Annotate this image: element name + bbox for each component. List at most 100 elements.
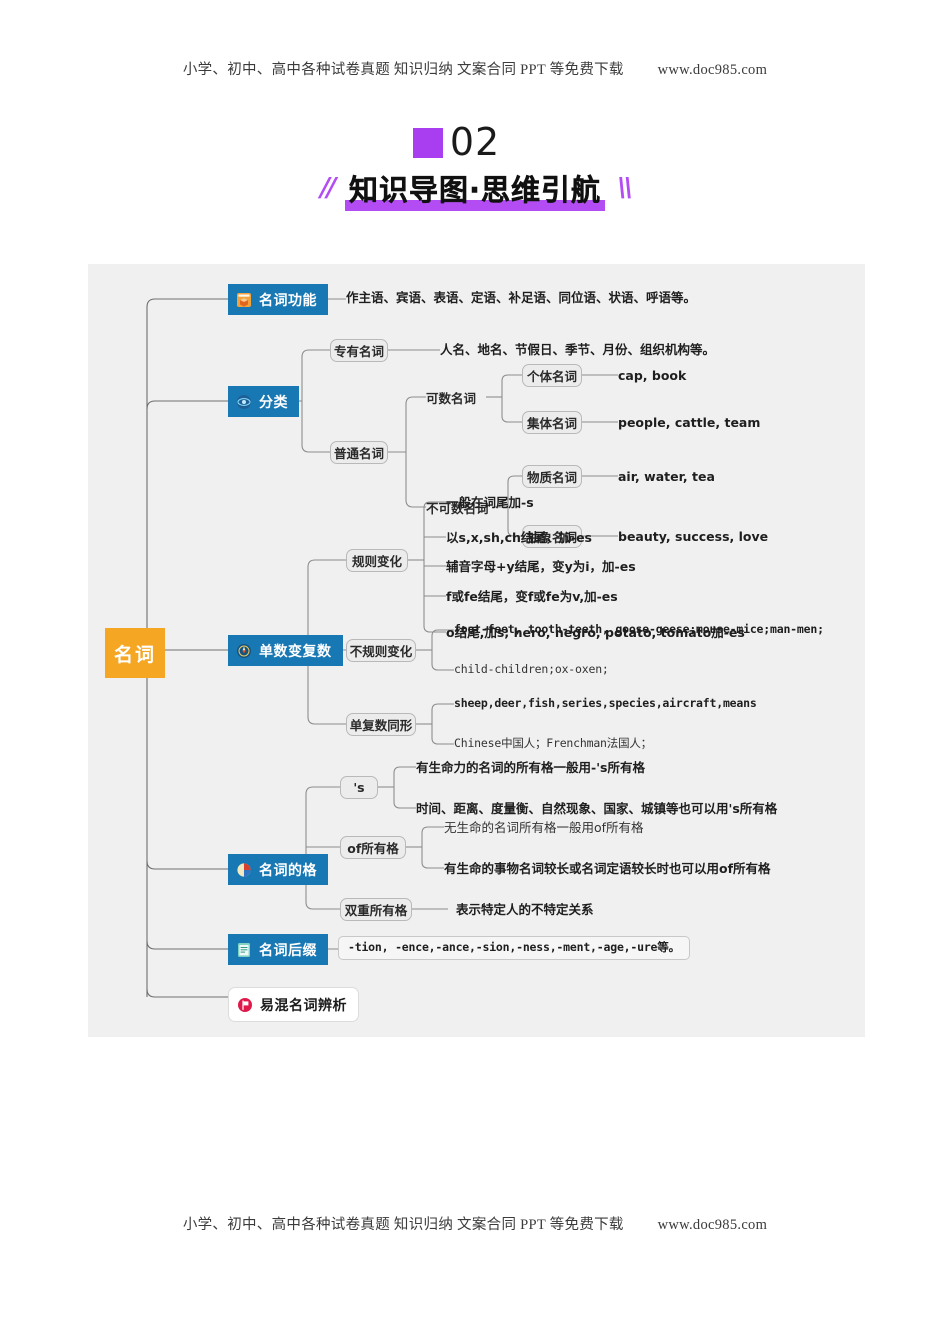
leaf-text: 辅音字母+y结尾，变y为i，加-es — [446, 559, 636, 574]
leaf-same-form-2: Chinese中国人；Frenchman法国人； — [454, 736, 652, 751]
leaf-collective-noun: people, cattle, team — [618, 415, 760, 430]
leaf-irregular-2: child-children;ox-oxen; — [454, 662, 609, 677]
target-icon — [237, 394, 251, 409]
chip-countable-noun[interactable]: 可数名词 — [426, 388, 476, 407]
chip-collective-noun[interactable]: 集体名词 — [522, 411, 582, 434]
branch-label: 名词功能 — [259, 292, 317, 309]
chip-label: 抽象名词 — [527, 530, 578, 545]
branch-label: 名词的格 — [259, 862, 317, 879]
slash-left-decoration: // — [316, 173, 337, 203]
branch-noun-case[interactable]: 名词的格 — [228, 854, 328, 885]
leaf-noun-suffix: -tion, -ence,-ance,-sion,-ness,-ment,-ag… — [338, 936, 690, 960]
section-number-row: 02 — [0, 120, 950, 164]
chip-abstract-noun[interactable]: 抽象名词 — [522, 525, 582, 548]
branch-noun-function[interactable]: 名词功能 — [228, 284, 328, 315]
chip-label: of所有格 — [347, 841, 399, 856]
leaf-irregular-1: foot-feet, tooth-teeth, goose-geese;mous… — [454, 622, 824, 637]
leaf-text: beauty, success, love — [618, 529, 769, 544]
chip-material-noun[interactable]: 物质名词 — [522, 465, 582, 488]
leaf-text: child-children;ox-oxen; — [454, 662, 609, 676]
leaf-regular-4: f或fe结尾，变f或fe为v,加-es — [446, 589, 618, 604]
leaf-same-form-1: sheep,deer,fish,series,species,aircraft,… — [454, 696, 757, 711]
chip-label: 不规则变化 — [349, 644, 413, 659]
chip-label: 双重所有格 — [344, 903, 408, 918]
chip-label: 专有名词 — [334, 344, 385, 359]
chip-same-singular-plural[interactable]: 单复数同形 — [346, 713, 416, 736]
leaf-case-of-2: 有生命的事物名词较长或名词定语较长时也可以用of所有格 — [444, 861, 771, 876]
chip-label: 物质名词 — [527, 470, 578, 485]
leaf-text: 以s,x,sh,ch结尾，加-es — [446, 530, 593, 545]
branch-label: 单数变复数 — [259, 643, 332, 660]
mindmap-panel: 名词 名词功能 作主语、宾语、表语、定语、补足语、同位语、状语、呼语等。 — [88, 264, 865, 1037]
compass-icon — [237, 643, 251, 658]
leaf-text: 有生命力的名词的所有格一般用-'s所有格 — [416, 760, 645, 775]
leaf-text: 人名、地名、节假日、季节、月份、组织机构等。 — [440, 342, 716, 357]
page-title: 知识导图·思维引航 — [348, 173, 602, 207]
main-title-box: 知识导图·思维引航 — [343, 167, 607, 211]
chip-proper-noun[interactable]: 专有名词 — [330, 339, 388, 362]
chip-of-possessive[interactable]: of所有格 — [340, 836, 406, 859]
leaf-text: o结尾,加s; hero, negro, potato, tomato加-es — [446, 625, 745, 640]
leaf-case-double: 表示特定人的不特定关系 — [456, 902, 594, 917]
watermark-url: www.doc985.com — [657, 1217, 768, 1233]
branch-label: 名词后缀 — [259, 942, 317, 959]
leaf-case-s-2: 时间、距离、度量衡、自然现象、国家、城镇等也可以用's所有格 — [416, 801, 777, 816]
branch-classification[interactable]: 分类 — [228, 386, 299, 417]
leaf-material-noun: air, water, tea — [618, 469, 715, 484]
leaf-proper-noun: 人名、地名、节假日、季节、月份、组织机构等。 — [440, 342, 715, 357]
leaf-text: air, water, tea — [618, 469, 715, 484]
leaf-text: 一般在词尾加-s — [446, 495, 534, 510]
leaf-text: 时间、距离、度量衡、自然现象、国家、城镇等也可以用's所有格 — [416, 801, 778, 816]
header-watermark: 小学、初中、高中各种试卷真题 知识归纳 文案合同 PPT 等免费下载 www.d… — [0, 58, 950, 79]
mindmap: 名词 名词功能 作主语、宾语、表语、定语、补足语、同位语、状语、呼语等。 — [88, 264, 865, 1037]
slash-right-decoration: \\ — [613, 173, 634, 203]
chip-label: 单复数同形 — [349, 718, 413, 733]
leaf-text: 无生命的名词所有格一般用of所有格 — [444, 820, 644, 835]
leaf-text: -tion, -ence,-ance,-sion,-ness,-ment,-ag… — [348, 940, 680, 954]
title-highlight-bar — [344, 200, 606, 211]
leaf-case-of-1: 无生命的名词所有格一般用of所有格 — [444, 820, 644, 835]
branch-label: 易混名词辨析 — [260, 997, 347, 1014]
leaf-text: 作主语、宾语、表语、定语、补足语、同位语、状语、呼语等。 — [346, 290, 697, 305]
root-node[interactable]: 名词 — [105, 628, 165, 678]
watermark-text: 小学、初中、高中各种试卷真题 知识归纳 文案合同 PPT 等免费下载 — [182, 62, 624, 78]
chip-double-possessive[interactable]: 双重所有格 — [340, 898, 412, 921]
watermark-url: www.doc985.com — [657, 62, 768, 78]
leaf-text: foot-feet, tooth-teeth, goose-geese;mous… — [454, 622, 824, 636]
leaf-text: people, cattle, team — [618, 415, 761, 430]
leaf-text: cap, book — [618, 368, 687, 383]
chip-label: 规则变化 — [352, 554, 403, 569]
chip-uncountable-noun[interactable]: 不可数名词 — [426, 498, 489, 517]
root-label: 名词 — [113, 643, 156, 666]
leaf-regular-1: 一般在词尾加-s — [446, 495, 534, 510]
leaf-abstract-noun: beauty, success, love — [618, 529, 768, 544]
leaf-regular-3: 辅音字母+y结尾，变y为i，加-es — [446, 559, 636, 574]
title-block: 02 // 知识导图·思维引航 \\ — [0, 120, 950, 211]
note-icon — [238, 942, 250, 957]
leaf-regular-5: o结尾,加s; hero, negro, potato, tomato加-es — [446, 625, 745, 640]
branch-confusable-nouns[interactable]: 易混名词辨析 — [228, 987, 359, 1022]
number-accent-square — [413, 128, 443, 158]
section-number: 02 — [449, 120, 501, 164]
leaf-text: 有生命的事物名词较长或名词定语较长时也可以用of所有格 — [444, 861, 771, 876]
chip-irregular-change[interactable]: 不规则变化 — [346, 639, 416, 662]
leaf-text: f或fe结尾，变f或fe为v,加-es — [446, 589, 618, 604]
box-icon — [237, 292, 251, 307]
chip-regular-change[interactable]: 规则变化 — [346, 549, 408, 572]
chip-apostrophe-s[interactable]: 's — [340, 776, 378, 799]
chip-label: 个体名词 — [527, 369, 578, 384]
leaf-noun-function: 作主语、宾语、表语、定语、补足语、同位语、状语、呼语等。 — [346, 290, 696, 305]
main-title-row: // 知识导图·思维引航 \\ — [0, 166, 950, 211]
watermark-text: 小学、初中、高中各种试卷真题 知识归纳 文案合同 PPT 等免费下载 — [182, 1217, 624, 1233]
leaf-text: 表示特定人的不特定关系 — [456, 902, 594, 917]
connector-lines — [146, 298, 618, 998]
chip-label: 's — [353, 780, 365, 795]
branch-noun-suffix[interactable]: 名词后缀 — [228, 934, 328, 965]
branch-singular-to-plural[interactable]: 单数变复数 — [228, 635, 343, 666]
chip-label: 普通名词 — [334, 446, 385, 461]
chip-label: 不可数名词 — [426, 501, 489, 516]
chip-individual-noun[interactable]: 个体名词 — [522, 364, 582, 387]
chip-common-noun[interactable]: 普通名词 — [330, 441, 388, 464]
leaf-regular-2: 以s,x,sh,ch结尾，加-es — [446, 530, 592, 545]
